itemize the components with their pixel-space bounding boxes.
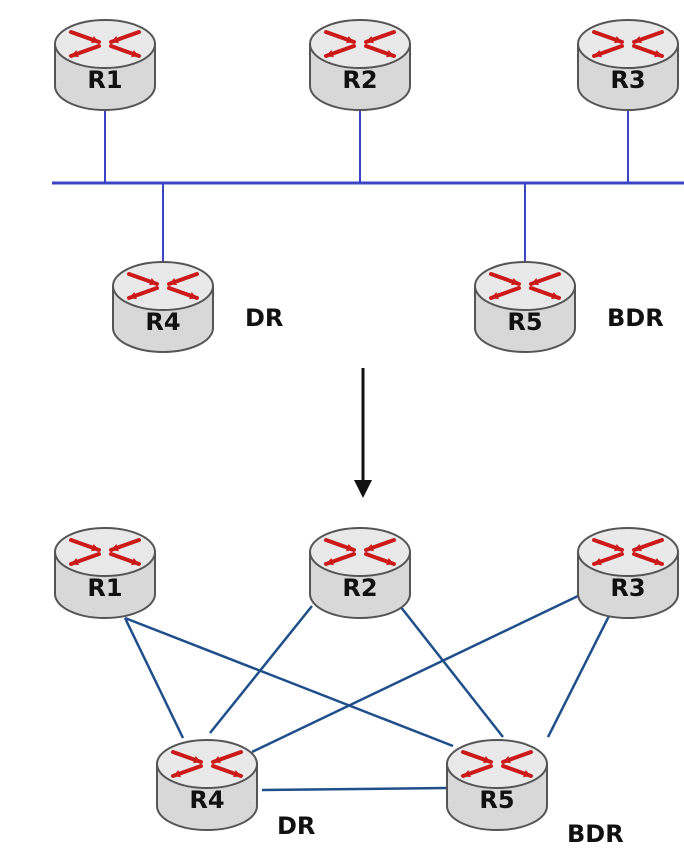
adjacency-links (123, 594, 614, 792)
down-arrow-icon (354, 368, 372, 498)
router-top (577, 19, 679, 69)
router-arrows-icon (69, 30, 141, 58)
router-top (54, 527, 156, 577)
adjacency-r1-r5 (124, 616, 454, 748)
role-label-dr: DR (277, 812, 315, 840)
router-label: R3 (610, 574, 645, 602)
router-label: R3 (610, 66, 645, 94)
router-label: R2 (342, 574, 377, 602)
router-arrows-icon (592, 30, 664, 58)
router-label: R2 (342, 66, 377, 94)
role-label-dr: DR (245, 304, 283, 332)
adjacency-r1-r4 (123, 617, 185, 739)
router-top (474, 261, 576, 311)
router-top (577, 527, 679, 577)
router-label: R1 (87, 66, 122, 94)
router-arrows-icon (69, 538, 141, 566)
router-label: R1 (87, 574, 122, 602)
router-top (54, 19, 156, 69)
router-label: R4 (189, 786, 224, 814)
role-label-bdr: BDR (567, 820, 624, 848)
router-label: R4 (145, 308, 180, 336)
router-top (309, 527, 411, 577)
router-label: R5 (479, 786, 514, 814)
router-top (446, 739, 548, 789)
router-arrows-icon (324, 30, 396, 58)
router-arrows-icon (127, 272, 199, 300)
router-arrows-icon (489, 272, 561, 300)
router-r3: R3 (577, 19, 679, 111)
router-r5: R5 BDR (474, 261, 664, 353)
router-label: R5 (507, 308, 542, 336)
adjacency-r2-r5 (399, 605, 504, 738)
router-r2: R2 (309, 19, 411, 111)
adjacency-r2-r4 (209, 605, 313, 734)
router-top (309, 19, 411, 69)
role-label-bdr: BDR (607, 304, 664, 332)
router-arrows-icon (324, 538, 396, 566)
router-r2: R2 (309, 527, 411, 619)
router-top (156, 739, 258, 789)
router-arrows-icon (461, 750, 533, 778)
router-top (112, 261, 214, 311)
router-r4: R4 DR (112, 261, 283, 353)
router-r3: R3 (577, 527, 679, 619)
arrow-head (354, 480, 372, 498)
router-r1: R1 (54, 19, 156, 111)
adjacency-r3-r4 (251, 594, 579, 754)
router-r1: R1 (54, 527, 156, 619)
adjacency-r4-r5 (261, 786, 448, 792)
bus-connections (52, 110, 684, 262)
router-arrows-icon (592, 538, 664, 566)
router-arrows-icon (171, 750, 243, 778)
adjacency-r3-r5 (546, 609, 614, 738)
